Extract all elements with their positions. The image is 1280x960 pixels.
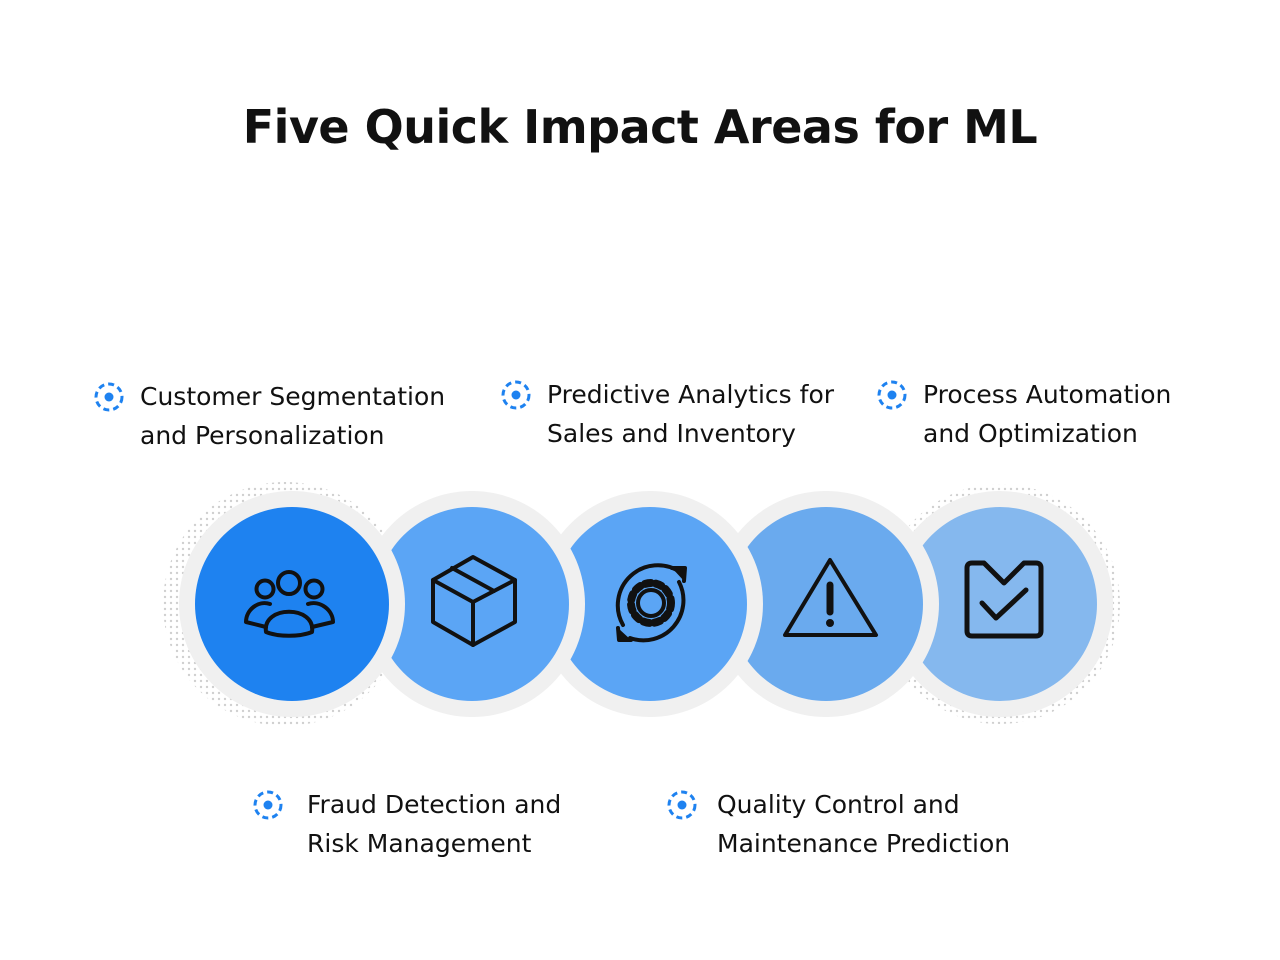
area-title-line2: Maintenance Prediction (717, 829, 1011, 858)
area-title-line2: Sales and Inventory (547, 419, 796, 448)
area-title-line2: Risk Management (307, 829, 532, 858)
warning-icon (783, 558, 878, 637)
gear-refresh-icon (615, 563, 687, 643)
area-title-line2: and Optimization (923, 419, 1138, 448)
people-icon (244, 570, 335, 638)
area-title-line1: Fraud Detection and (307, 790, 562, 819)
circle-customer (179, 491, 405, 717)
area-process-automation: Process Automation and Optimization (876, 375, 1263, 453)
clipboard-check-icon (964, 560, 1044, 639)
target-bullet-icon (501, 380, 531, 410)
area-title-line1: Customer Segmentation (140, 382, 446, 411)
circle-fraud (713, 491, 939, 717)
page-title: Five Quick Impact Areas for ML (242, 100, 1038, 154)
area-customer-segmentation: Customer Segmentation and Personalization (93, 377, 480, 455)
area-title-line1: Quality Control and (717, 790, 960, 819)
target-bullet-icon (94, 382, 124, 412)
circle-process (537, 491, 763, 717)
area-title-line1: Process Automation (923, 380, 1172, 409)
box-icon (431, 555, 517, 647)
area-title-line2: and Personalization (140, 421, 385, 450)
target-bullet-icon (253, 790, 283, 820)
area-title-line1: Predictive Analytics for (547, 380, 835, 409)
target-bullet-icon (667, 790, 697, 820)
circle-quality (887, 491, 1113, 717)
target-bullet-icon (877, 380, 907, 410)
